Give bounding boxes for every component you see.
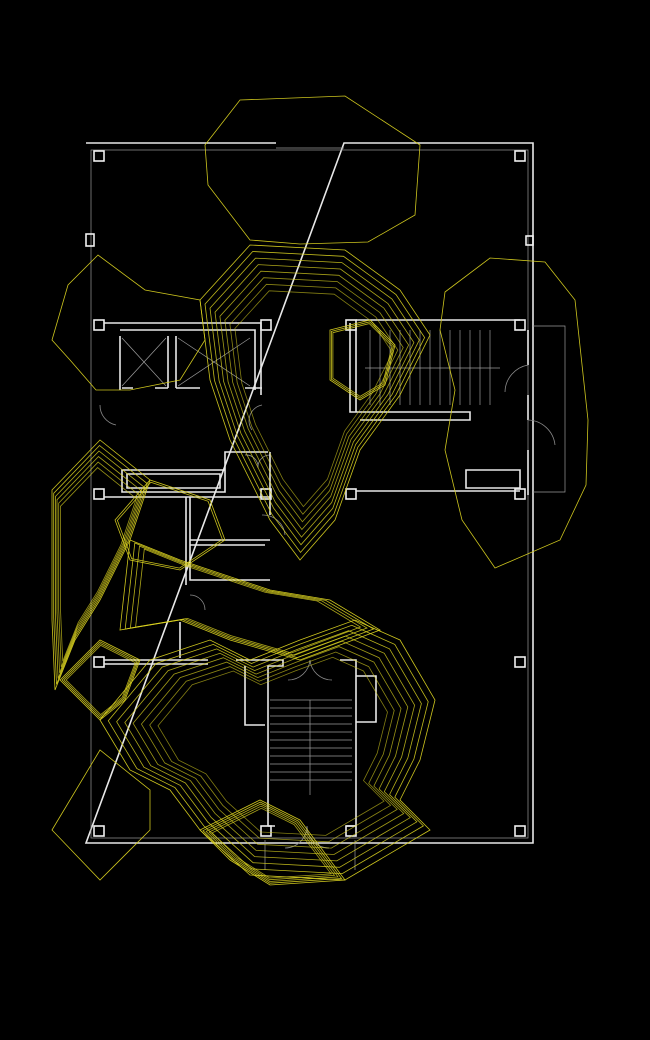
contour-line [61, 641, 139, 719]
column [93, 319, 105, 331]
contour-line [199, 799, 346, 886]
contour-line [330, 321, 394, 399]
contour-line [204, 251, 426, 554]
column [93, 825, 105, 837]
contour-line [202, 801, 343, 884]
column [514, 656, 526, 668]
contour-line [329, 319, 396, 401]
contour-line [56, 455, 143, 673]
contour-line [205, 803, 339, 882]
contour-line [51, 439, 151, 691]
south-stair [236, 659, 377, 870]
contour-line [107, 624, 429, 875]
contour-line [116, 630, 422, 868]
contour-line [135, 548, 362, 654]
column [260, 825, 272, 837]
stair-walls [236, 659, 377, 827]
door-swing [504, 364, 556, 446]
contour-line [332, 323, 393, 397]
contour-line [224, 277, 404, 523]
contour-line [99, 619, 436, 881]
contour-line [58, 461, 140, 668]
contour-line [439, 257, 589, 569]
column [514, 825, 526, 837]
column [93, 656, 105, 668]
contour-line [229, 283, 399, 515]
door-swing [99, 404, 117, 426]
column [514, 150, 526, 162]
elevator-walls [104, 322, 262, 395]
columns [85, 150, 534, 837]
contour-line [51, 749, 151, 881]
contour-line [114, 479, 226, 571]
service-walls [104, 451, 271, 585]
contour-line [204, 95, 421, 245]
contour-line [211, 807, 332, 879]
column [85, 233, 95, 247]
contour-line [209, 257, 420, 546]
stair-treads [365, 325, 566, 493]
door-swing [189, 514, 286, 611]
contour-line [208, 805, 336, 881]
contour-line [234, 290, 393, 508]
column [93, 150, 105, 162]
contour-line [63, 643, 138, 717]
contour-line [219, 270, 410, 531]
contour-line [53, 444, 148, 685]
contour-line [140, 646, 402, 849]
stair-treads [264, 699, 356, 870]
east-stair [349, 319, 566, 495]
contour-line [149, 651, 395, 843]
column [345, 488, 357, 500]
contour-line [199, 244, 431, 561]
contour-line [55, 450, 145, 679]
contour-line [60, 467, 137, 662]
column [514, 488, 526, 500]
contour-line [157, 656, 388, 836]
contour-line [124, 635, 416, 862]
elevator-core [99, 322, 271, 469]
contour-line [116, 481, 223, 569]
column [525, 235, 534, 246]
contour-line [132, 640, 409, 855]
contour-line [65, 644, 136, 716]
contour-line [124, 542, 375, 659]
column [93, 488, 105, 500]
contour-line [59, 639, 141, 721]
elevator-shaft-cross [121, 337, 251, 387]
column [260, 319, 272, 331]
exterior-wall [84, 142, 534, 844]
stair-walls [349, 319, 529, 495]
isovist-contours [51, 95, 589, 886]
column [514, 319, 526, 331]
contour-line [214, 264, 415, 538]
inner-wall-line [90, 149, 529, 839]
